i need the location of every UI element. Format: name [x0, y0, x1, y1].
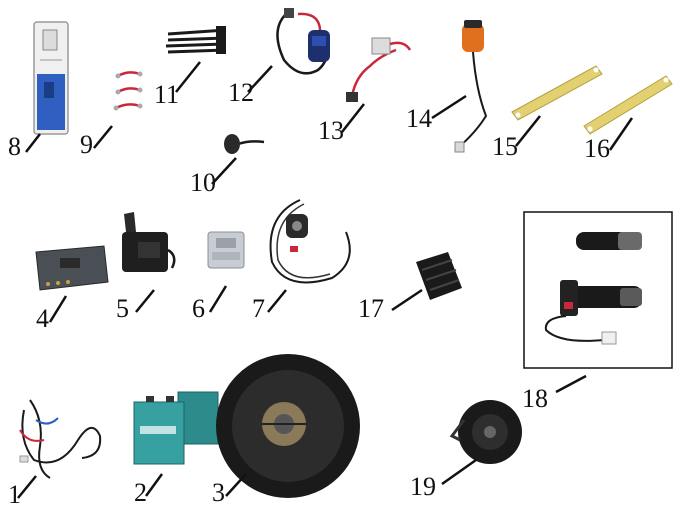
part-label-19: 19 — [410, 472, 436, 501]
part-label-3: 3 — [212, 478, 225, 507]
indicator-lamp-icon — [454, 20, 488, 153]
part-label-15: 15 — [492, 132, 518, 161]
horn-icon — [449, 400, 522, 464]
part-label-13: 13 — [318, 116, 344, 145]
mounting-strap-icon — [511, 65, 603, 121]
part-label-14: 14 — [406, 104, 432, 133]
part-label-7: 7 — [252, 294, 265, 323]
part-label-18: 18 — [522, 384, 548, 413]
foot-pedal-icon — [416, 252, 462, 300]
key-switch-harness-icon — [276, 8, 330, 75]
part-label-11: 11 — [154, 80, 180, 109]
part-label-10: 10 — [190, 168, 216, 197]
part-label-1: 1 — [8, 480, 21, 509]
part-label-4: 4 — [36, 304, 49, 333]
wiring-harness-icon — [19, 399, 102, 479]
part-label-12: 12 — [228, 78, 254, 107]
battery-pack-icon — [133, 391, 219, 465]
hub-motor-icon — [216, 354, 360, 498]
cable-ties-icon — [165, 26, 227, 54]
speed-sensor-icon — [269, 199, 351, 284]
part-label-8: 8 — [8, 132, 21, 161]
converter-icon — [207, 231, 245, 269]
throttle-grips-frame — [523, 211, 673, 369]
throttle-grips-icon — [544, 232, 642, 345]
part-label-5: 5 — [116, 294, 129, 323]
cable-plug-icon — [224, 134, 265, 154]
jumper-wires-icon — [113, 71, 143, 111]
part-label-16: 16 — [584, 134, 610, 163]
leader-lines — [17, 61, 634, 499]
controller-box-icon — [35, 245, 109, 291]
circuit-breaker-icon — [33, 21, 69, 135]
part-label-2: 2 — [134, 478, 147, 507]
charger-icon — [122, 212, 176, 272]
part-label-6: 6 — [192, 294, 205, 323]
part-label-9: 9 — [80, 130, 93, 159]
mounting-strap-icon — [583, 75, 673, 135]
part-label-17: 17 — [358, 294, 384, 323]
fuse-holder-icon — [346, 37, 412, 102]
